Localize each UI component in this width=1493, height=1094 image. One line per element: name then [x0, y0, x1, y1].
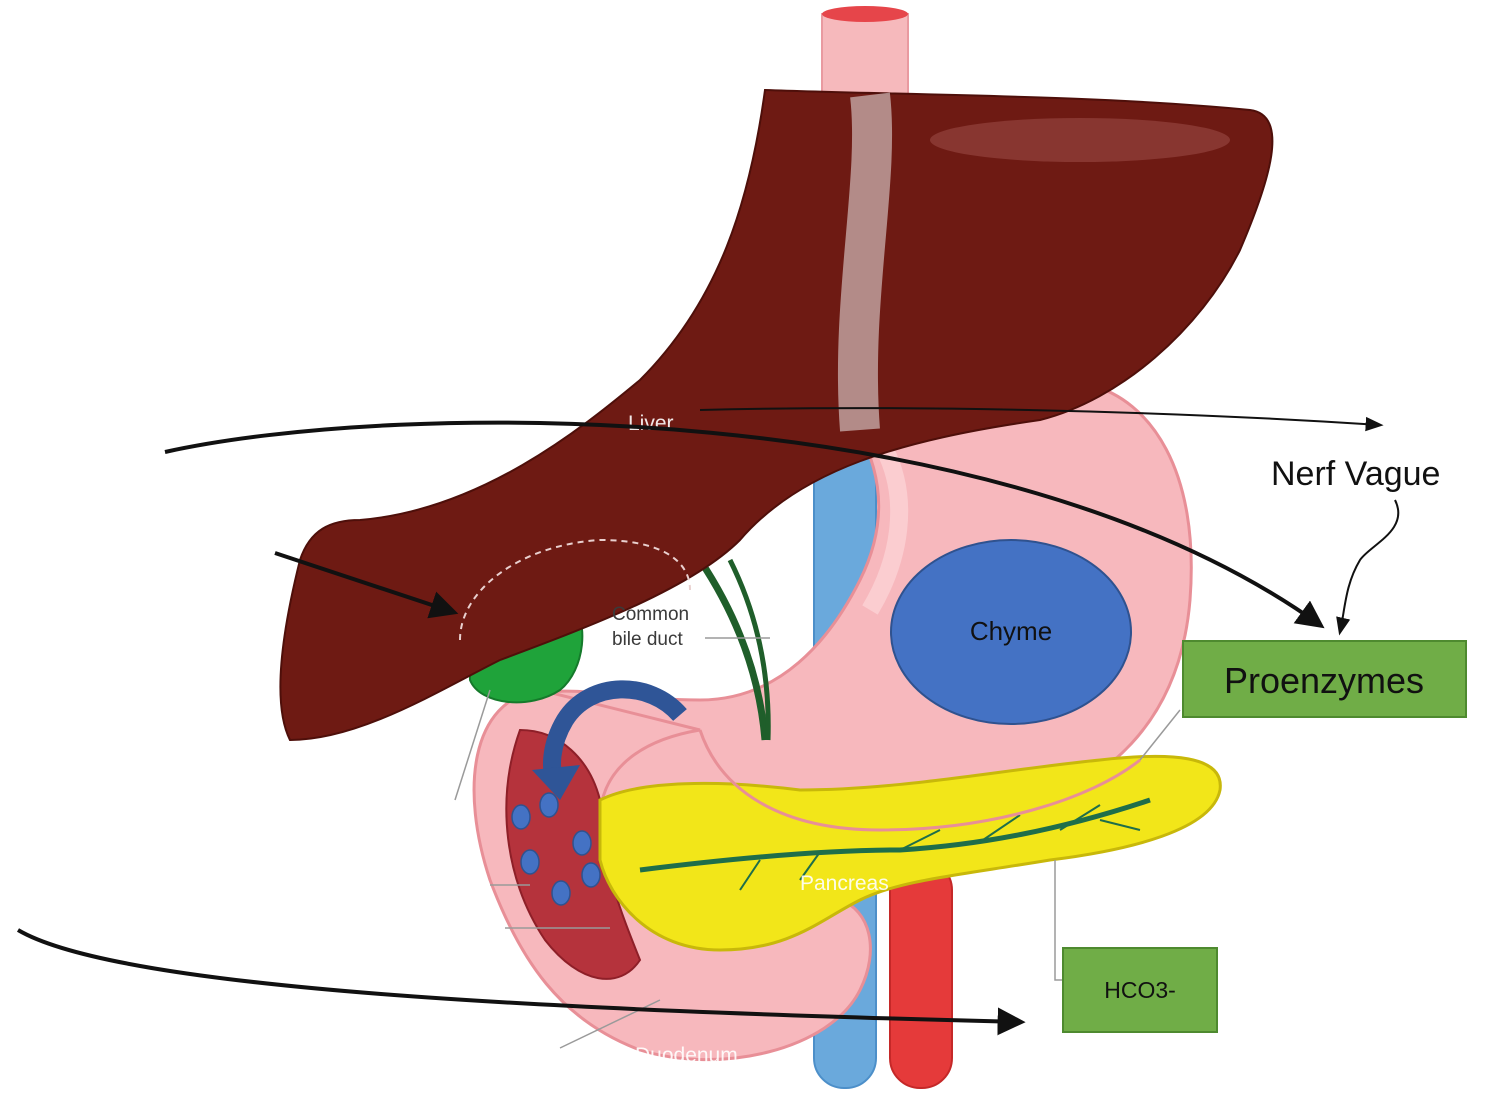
common-bile-duct-label-line1: Common	[612, 604, 689, 625]
duodenum-label: Duodenum	[635, 1044, 738, 1067]
pancreas-label: Pancreas	[800, 872, 889, 895]
proenzymes-label: Proenzymes	[1224, 660, 1424, 701]
proenzymes-box: Proenzymes	[1183, 641, 1466, 717]
nerf-vague-to-proenzymes-arrow	[1340, 500, 1398, 632]
nerf-vague-label: Nerf Vague	[1271, 455, 1440, 493]
hco3-box: HCO3-	[1063, 948, 1217, 1032]
liver-label: Liver	[628, 412, 674, 435]
chyme: Chyme	[891, 540, 1131, 724]
abdominal-aorta	[890, 860, 952, 1088]
chyme-label: Chyme	[970, 616, 1052, 646]
hco3-label: HCO3-	[1104, 977, 1176, 1003]
common-bile-duct-label-line2: bile duct	[612, 629, 683, 650]
